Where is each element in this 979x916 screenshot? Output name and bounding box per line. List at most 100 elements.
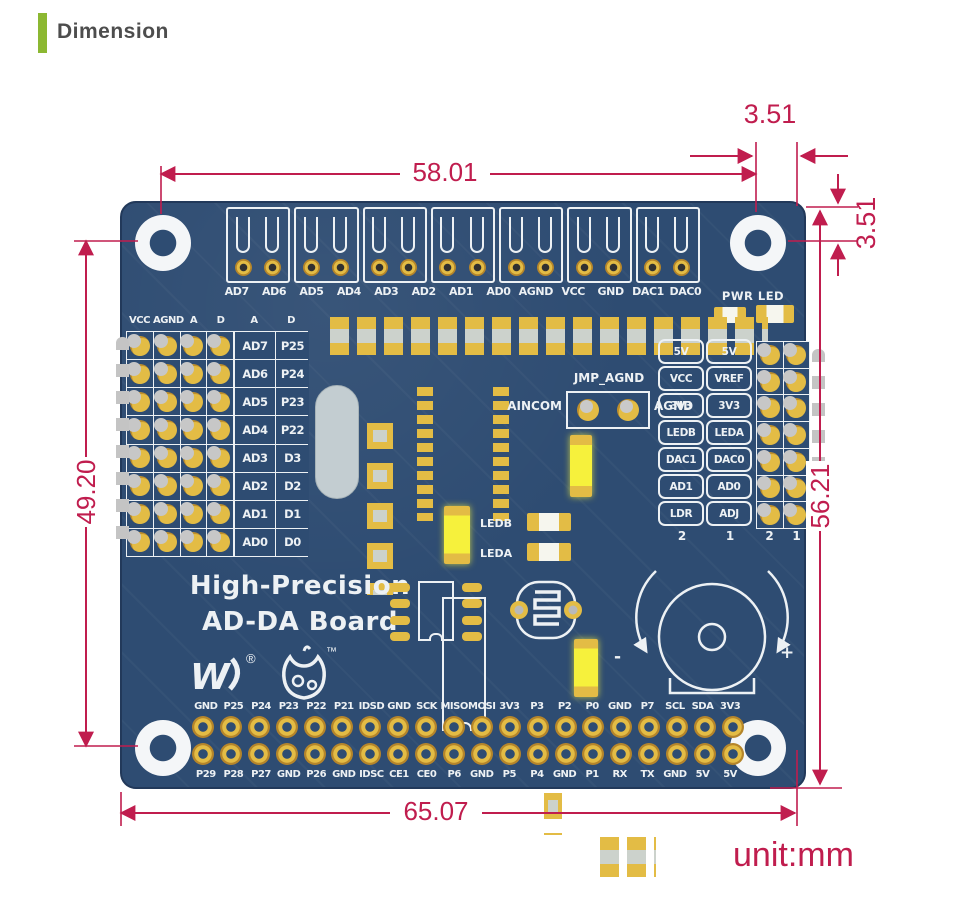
through-pad <box>756 342 780 365</box>
bottom-pads-bottom <box>192 743 744 765</box>
top-pin-label: DAC0 <box>669 285 702 298</box>
terminal-pin <box>643 217 663 279</box>
svg-text:W: W <box>190 657 232 698</box>
dim-holes-height: 49.20 <box>71 457 101 527</box>
gpio-pad <box>415 716 438 738</box>
top-pin-label: GND <box>597 285 625 298</box>
solder-pad <box>605 259 623 276</box>
through-pad <box>207 446 231 469</box>
crystal-footprint <box>315 385 359 499</box>
through-pad <box>180 502 204 525</box>
gpio-pad <box>666 716 689 738</box>
pin-map-label: AD0 <box>235 528 275 556</box>
waveshare-logo: W ® <box>190 651 256 698</box>
gpio-pin-label: P22 <box>306 701 327 712</box>
gpio-pin-label: P7 <box>640 701 655 712</box>
brand-logo: ™ <box>282 645 337 700</box>
svg-text:®: ® <box>246 651 256 666</box>
terminal-pin <box>263 217 283 279</box>
pin-guide <box>469 217 484 253</box>
top-pin-label: VCC <box>561 285 585 298</box>
gpio-pad <box>638 743 661 765</box>
gpio-pad <box>275 743 298 765</box>
jumper-pad <box>617 399 639 421</box>
through-pad <box>126 361 150 384</box>
top-pin-label: AD0 <box>486 285 511 298</box>
through-pad <box>783 422 807 445</box>
leda-label: LEDA <box>480 547 513 560</box>
through-pad <box>153 389 177 412</box>
gpio-pad <box>721 716 744 738</box>
through-pad <box>756 449 780 472</box>
dim-board-width: 65.07 <box>390 797 482 825</box>
terminal-block <box>294 207 359 283</box>
pin-map-label: AD3 <box>235 444 275 472</box>
through-pad <box>153 474 177 497</box>
bottom-pads-top <box>192 716 744 738</box>
through-pad <box>153 361 177 384</box>
through-pad <box>207 417 231 440</box>
pin-number: 2 <box>765 529 774 543</box>
top-pin-label: AD3 <box>374 285 399 298</box>
aincom-label: AINCOM <box>507 399 562 413</box>
pin-map-label: P24 <box>276 360 309 388</box>
through-pad <box>783 503 807 526</box>
gpio-pad <box>247 716 270 738</box>
terminal-block <box>499 207 564 283</box>
solder-pad <box>263 259 281 276</box>
gpio-pad <box>415 743 438 765</box>
jumper-pad-label: 3V3 <box>658 393 704 418</box>
solder-pad <box>673 259 691 276</box>
gpio-pad <box>582 716 605 738</box>
through-pad <box>126 417 150 440</box>
svg-text:™: ™ <box>326 646 337 658</box>
top-pin-label: AD5 <box>299 285 324 298</box>
solder-pad <box>234 259 252 276</box>
pot-plus-label: + <box>780 643 795 663</box>
pin-map-label: AD4 <box>235 416 275 444</box>
board-title-line2: AD-DA Board <box>202 607 398 637</box>
terminal-pin <box>399 217 419 279</box>
through-pad <box>783 449 807 472</box>
through-pad <box>180 417 204 440</box>
board-title-line1: High-Precision <box>189 571 411 601</box>
terminal-block <box>362 207 427 283</box>
terminal-block <box>226 207 291 283</box>
pin-map-label: D1 <box>276 500 309 528</box>
through-pad <box>126 474 150 497</box>
dim-hole-offset-right: 3.51 <box>851 196 881 250</box>
pin-map-label: AD5 <box>235 388 275 416</box>
through-pad <box>756 369 780 392</box>
gpio-pin-label: GND <box>470 769 494 780</box>
terminal-pin <box>234 217 254 279</box>
terminal-pin <box>370 217 390 279</box>
gpio-pin-label: CE0 <box>416 769 437 780</box>
top-pin-label: AGND <box>518 285 554 298</box>
smd-resistor-row-top <box>330 317 768 355</box>
mounting-hole-top-right <box>730 215 786 271</box>
gpio-pin-label: P6 <box>447 769 461 780</box>
gpio-pin-label: P23 <box>278 701 299 712</box>
right-pad-grid <box>756 341 810 529</box>
led-component <box>574 639 598 697</box>
mounting-hole-bottom-left <box>135 720 191 776</box>
gpio-pad <box>192 743 214 765</box>
gpio-pin-label: IDSC <box>359 769 384 780</box>
gpio-pin-label: P21 <box>333 701 354 712</box>
dim-hole-offset-top: 3.51 <box>743 99 797 129</box>
top-pin-label: AD7 <box>224 285 250 298</box>
gpio-pad <box>443 743 466 765</box>
gpio-pin-label: P2 <box>557 701 572 712</box>
terminal-block <box>635 207 700 283</box>
column-header: VCC <box>129 315 150 326</box>
terminal-pin <box>302 217 322 279</box>
gpio-pin-label: 5V <box>723 769 737 780</box>
gpio-pad <box>526 743 549 765</box>
through-pad <box>207 389 231 412</box>
leda-component <box>527 543 571 561</box>
through-pad <box>756 476 780 499</box>
solder-pad <box>302 259 320 276</box>
